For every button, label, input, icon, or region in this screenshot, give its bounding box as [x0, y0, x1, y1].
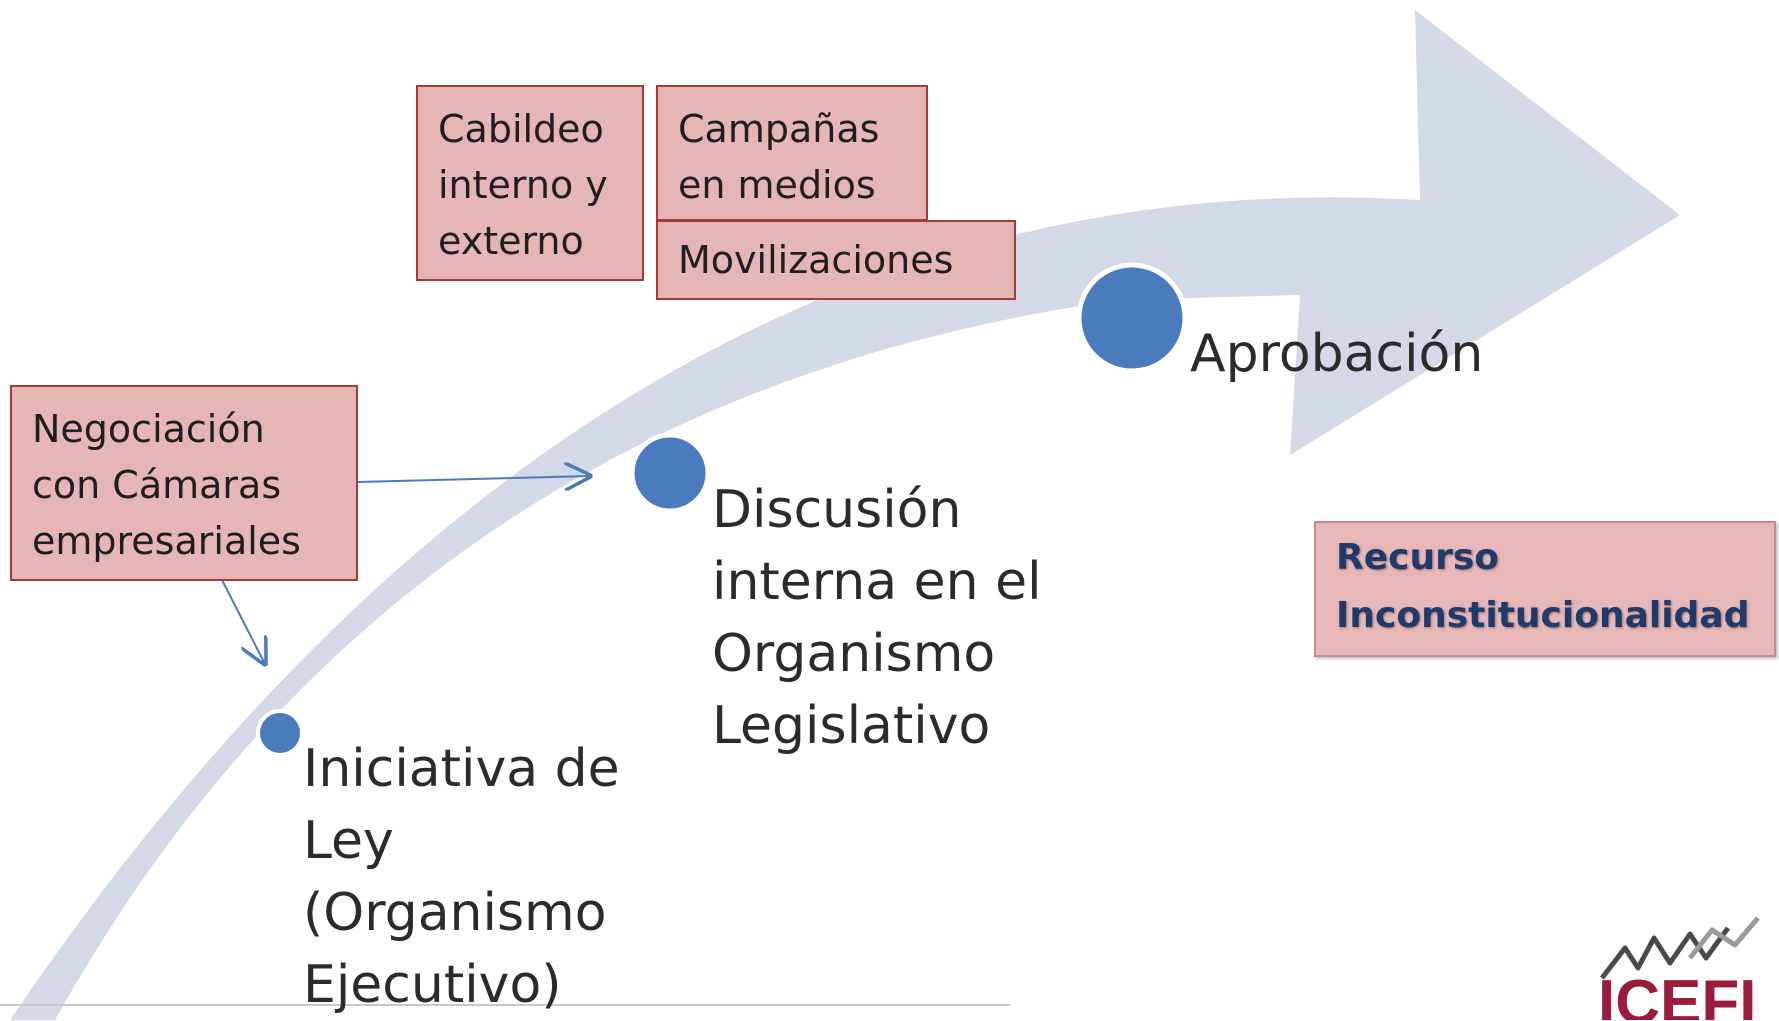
stage-label-aprobacion: Aprobación: [1190, 324, 1484, 384]
curved-arrow-shape: [10, 10, 1680, 1020]
stage-label-iniciativa: Iniciativa de Ley (Organismo Ejecutivo): [303, 739, 620, 1015]
stage-dot-aprobacion: [1076, 262, 1188, 374]
box-negociacion: Negociación con Cámaras empresariales: [10, 385, 358, 581]
connector-to-discusion: [357, 476, 590, 482]
stage-label-discusion: Discusión interna en el Organismo Legisl…: [712, 480, 1042, 756]
icefi-logo-text: ICEFI: [1598, 972, 1757, 1020]
connector-to-iniciativa: [221, 579, 265, 664]
box-campanas: Campañas en medios: [656, 85, 928, 221]
stage-dot-discusion: [629, 432, 711, 514]
stage-dot-iniciativa: [256, 709, 304, 757]
box-cabildeo: Cabildeo interno y externo: [416, 85, 644, 281]
icefi-logo-icon: [1600, 916, 1760, 980]
box-movilizaciones: Movilizaciones: [656, 220, 1016, 300]
box-recurso-inconstitucionalidad: Recurso Inconstitucionalidad: [1314, 521, 1776, 657]
